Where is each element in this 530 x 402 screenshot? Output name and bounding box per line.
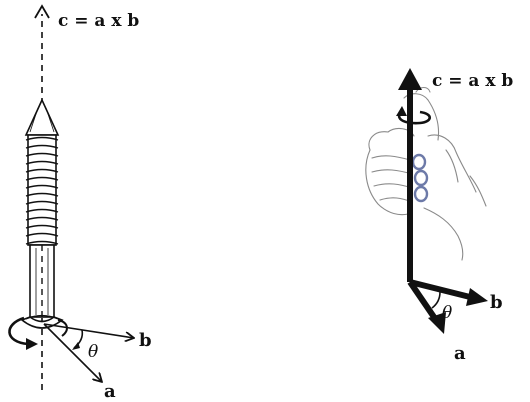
right-b-label: b bbox=[490, 292, 503, 313]
left-c-equation: c = a x b bbox=[58, 11, 139, 31]
left-vector-a bbox=[43, 323, 102, 382]
left-theta-label: θ bbox=[88, 342, 98, 362]
right-angle-arc bbox=[431, 291, 441, 309]
left-vector-b bbox=[43, 323, 134, 338]
finger-knuckles bbox=[411, 153, 429, 203]
screw-figure: c = a x b bbox=[8, 4, 152, 402]
right-theta-label: θ bbox=[442, 303, 452, 323]
left-rotation-arrow bbox=[8, 316, 29, 346]
left-b-label: b bbox=[139, 330, 152, 351]
right-rotation-arrow bbox=[397, 110, 432, 125]
screw-thread bbox=[25, 134, 59, 246]
right-hand-rule-figure: c = a x b b a θ bbox=[365, 68, 513, 364]
right-a-label: a bbox=[454, 343, 466, 364]
right-vector-a bbox=[407, 280, 439, 322]
c-arrow-head bbox=[34, 4, 50, 19]
right-c-arrow-head bbox=[398, 68, 422, 90]
right-vector-b bbox=[409, 279, 475, 301]
left-a-label: a bbox=[104, 381, 116, 402]
right-c-equation: c = a x b bbox=[432, 71, 513, 91]
